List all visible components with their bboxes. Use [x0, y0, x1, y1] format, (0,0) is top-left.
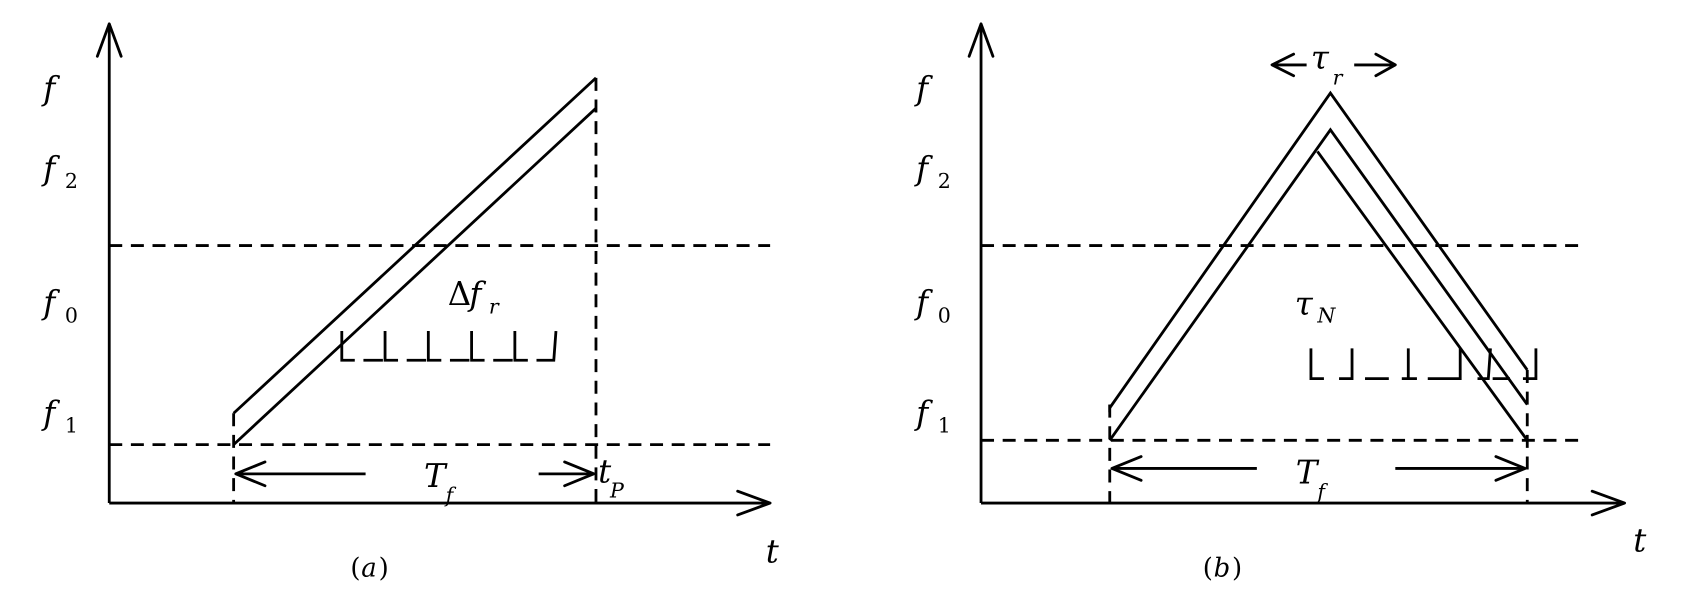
x-label-t-b: t	[1633, 522, 1647, 560]
arrow-right-icon-a	[563, 460, 596, 488]
svg-text:(: (	[1203, 554, 1213, 584]
svg-text:τ: τ	[1295, 285, 1314, 323]
y-label-f2-b: f 2	[914, 150, 951, 194]
transmit-triangle-b	[1108, 90, 1529, 413]
svg-text:τ: τ	[1311, 39, 1330, 77]
arrow-left-icon-b1	[1270, 52, 1296, 78]
echo-triangle-outer-b	[1108, 127, 1529, 442]
echo-triangle-inner-b	[1316, 150, 1529, 442]
svg-text:): )	[379, 554, 389, 584]
delay-label-b: τ r	[1311, 39, 1344, 89]
svg-text:T: T	[424, 457, 448, 495]
arrow-left-icon-a	[234, 460, 267, 488]
beat-gate-comb-b	[1309, 348, 1538, 381]
svg-text:f: f	[467, 275, 486, 313]
arrow-left-icon-b2	[1110, 455, 1143, 482]
echo-chirp-a	[232, 107, 597, 446]
svg-text:f: f	[41, 150, 60, 188]
svg-text:f: f	[914, 70, 933, 108]
transmit-chirp-a	[232, 76, 597, 415]
svg-text:0: 0	[938, 303, 951, 327]
period-label-b: T f	[1296, 454, 1329, 504]
y-axis-arrow-icon-b	[967, 22, 995, 58]
y-label-f-a: f	[41, 70, 60, 108]
svg-text:r: r	[1333, 65, 1344, 89]
noise-label-b: τ N	[1295, 285, 1337, 328]
svg-text:0: 0	[65, 303, 78, 327]
svg-text:a: a	[361, 554, 376, 584]
svg-text:f: f	[41, 70, 60, 108]
svg-text:r: r	[489, 295, 500, 319]
svg-text:Δ: Δ	[448, 275, 471, 313]
caption-a: ( a )	[350, 554, 388, 584]
svg-text:): )	[1232, 554, 1242, 584]
svg-text:f: f	[914, 150, 933, 188]
svg-text:(: (	[350, 554, 360, 584]
svg-text:1: 1	[65, 414, 78, 438]
svg-text:f: f	[914, 394, 933, 432]
y-label-f2-a: f 2	[41, 150, 78, 194]
arrow-right-icon-b1	[1374, 52, 1397, 78]
svg-text:1: 1	[938, 414, 951, 438]
beat-gate-comb-a	[340, 330, 558, 362]
y-axis-arrow-icon-a	[95, 22, 123, 58]
arrow-right-icon-b2	[1494, 455, 1527, 482]
x-axis-arrow-icon-a	[736, 489, 772, 517]
svg-text:f: f	[1315, 480, 1328, 504]
svg-text:N: N	[1316, 303, 1336, 327]
svg-text:2: 2	[938, 169, 951, 193]
panel-b: f f 2 f 0 f 1 τ r	[914, 22, 1647, 584]
pulse-label-a: t P	[598, 453, 625, 503]
period-label-a: T f	[424, 457, 457, 507]
y-label-f-b: f	[914, 70, 933, 108]
bandwidth-label-a: Δ f r	[448, 275, 500, 319]
svg-text:P: P	[609, 479, 625, 503]
svg-text:T: T	[1296, 454, 1320, 492]
y-label-f1-a: f 1	[41, 394, 78, 438]
svg-text:2: 2	[65, 169, 78, 193]
caption-b: ( b )	[1203, 554, 1242, 584]
y-label-f0-b: f 0	[914, 284, 951, 328]
x-axis-arrow-icon-b	[1590, 489, 1627, 517]
svg-text:t: t	[598, 453, 612, 491]
x-label-t-a: t	[766, 533, 780, 571]
panel-a: f f 2 f 0 f 1 Δ f r	[41, 22, 780, 584]
svg-text:b: b	[1214, 554, 1231, 584]
svg-text:f: f	[914, 284, 933, 322]
svg-text:f: f	[41, 394, 60, 432]
y-label-f0-a: f 0	[41, 284, 78, 328]
svg-text:f: f	[41, 284, 60, 322]
y-label-f1-b: f 1	[914, 394, 951, 438]
